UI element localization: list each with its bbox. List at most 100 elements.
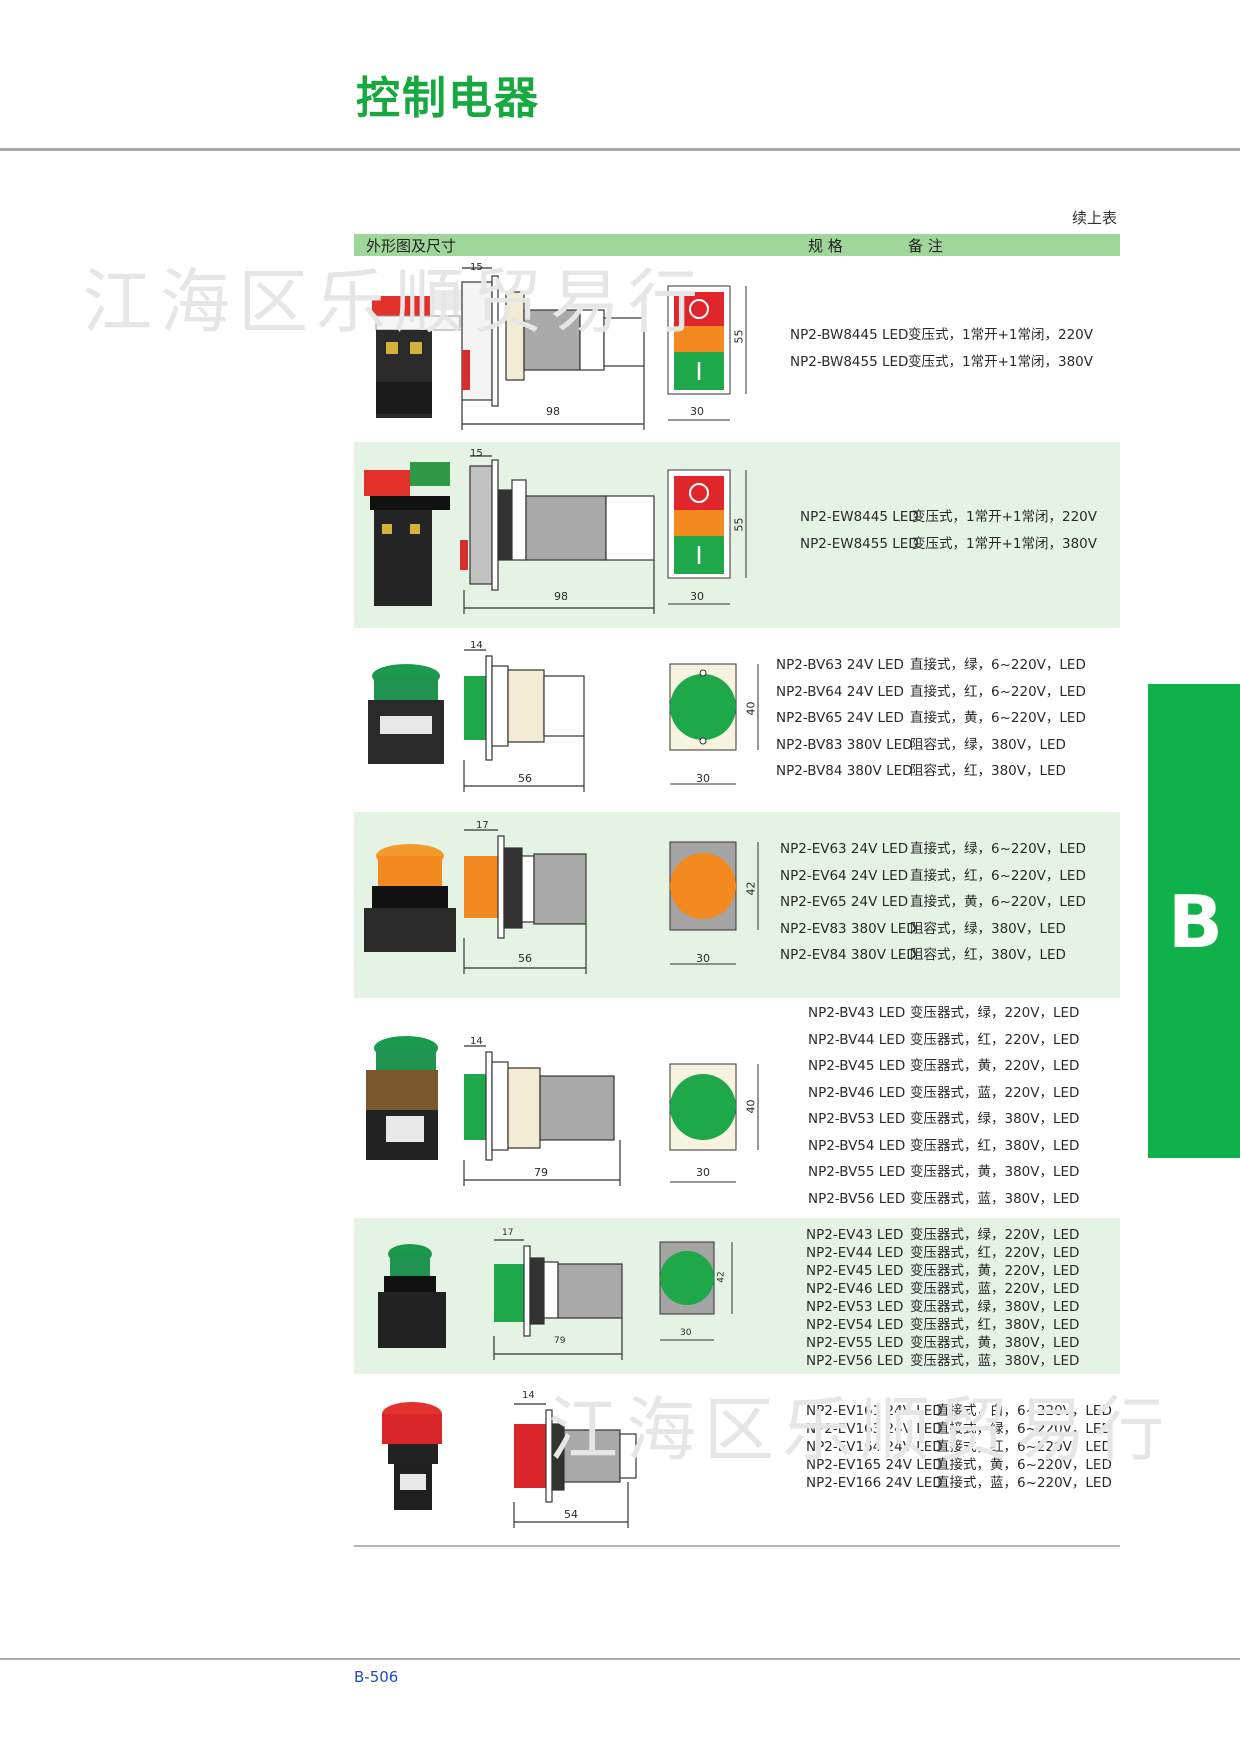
list-item: NP2-EV166 24V LED直接式，蓝，6~220V，LED: [806, 1475, 1112, 1491]
dim-flange-3: 14: [470, 640, 483, 651]
header-note: 备 注: [908, 237, 943, 255]
list-item: NP2-EV161 24V LED直接式，白，6~220V，LED: [806, 1403, 1112, 1419]
section-tab: B: [1148, 684, 1240, 1158]
header-spec: 规 格: [808, 237, 843, 255]
side-view-4: [463, 829, 587, 974]
dim-length-3: 56: [518, 772, 532, 785]
dim-length-5: 79: [534, 1166, 548, 1179]
dim-flange-2: 15: [470, 448, 483, 459]
watermark-bottom: 江海区乐顺贸易行: [548, 1389, 1172, 1471]
dim-flange-4: 17: [476, 820, 489, 831]
watermark-top: 江海区乐顺贸易行: [82, 261, 706, 343]
list-item: NP2-BV84 380V LED阻容式，红，380V，LED: [776, 763, 1066, 779]
dim-flange-5: 14: [470, 1036, 483, 1047]
header-divider: [0, 148, 1240, 151]
dim-width-3: 30: [696, 772, 710, 785]
list-item: NP2-EV163 24V LED直接式，绿，6~220V，LED: [806, 1421, 1112, 1437]
list-item: NP2-BV83 380V LED阻容式，绿，380V，LED: [776, 736, 1066, 753]
front-view-1: [667, 285, 747, 421]
table-header: 外形图及尺寸 规 格 备 注: [354, 234, 1120, 256]
dim-length-6: 79: [554, 1336, 566, 1346]
model-list-7: NP2-EV161 24V LED直接式，白，6~220V，LED NP2-EV…: [806, 1402, 1112, 1492]
dim-length-7: 54: [564, 1508, 578, 1521]
product-photo-5: [366, 1036, 438, 1160]
product-photo-2: [364, 462, 450, 606]
front-view-6: [659, 1241, 733, 1341]
product-photo-3: [368, 664, 444, 764]
side-view-7: [513, 1403, 637, 1528]
model-list-1: NP2-BW8445 LED变压式，1常开+1常闭，220V NP2-BW845…: [790, 322, 1093, 375]
continued-note: 续上表: [1072, 209, 1118, 227]
dim-flange-6: 17: [502, 1228, 514, 1238]
dim-width-1: 30: [690, 405, 704, 418]
side-view-6: [493, 1239, 623, 1360]
list-item: NP2-EW8445 LED变压式，1常开+1常闭，220V: [800, 509, 1097, 525]
front-view-4: [669, 841, 759, 965]
side-view-1: [461, 267, 645, 430]
front-view-3: [669, 663, 759, 785]
list-item: NP2-EV83 380V LED阻容式，绿，380V，LED: [780, 920, 1066, 937]
list-item: NP2-BW8445 LED变压式，1常开+1常闭，220V: [790, 327, 1093, 343]
product-photo-4: [364, 844, 456, 952]
table-bottom-rule: [354, 1545, 1120, 1547]
product-photo-6: [378, 1244, 446, 1348]
dim-width-5: 30: [696, 1166, 710, 1179]
page-number: B-506: [354, 1668, 399, 1686]
list-item: NP2-EV84 380V LED阻容式，红，380V，LED: [780, 947, 1066, 963]
dim-width-4: 30: [696, 952, 710, 965]
dim-flange-7: 14: [522, 1390, 535, 1401]
footer-divider: [0, 1658, 1240, 1660]
front-view-5: [669, 1063, 759, 1183]
section-bg-6: [354, 1218, 1120, 1374]
dim-length-1: 98: [546, 405, 560, 418]
header-figure: 外形图及尺寸: [366, 237, 457, 255]
dim-flange-1: 15: [470, 262, 483, 273]
front-view-2: [667, 469, 747, 605]
dim-length-4: 56: [518, 952, 532, 965]
dim-length-2: 98: [554, 590, 568, 603]
section-tab-letter: B: [1168, 880, 1223, 964]
model-list-2: NP2-EW8445 LED变压式，1常开+1常闭，220V NP2-EW845…: [800, 504, 1097, 557]
list-item: NP2-EW8455 LED变压式，1常开+1常闭，380V: [800, 535, 1097, 552]
product-photo-1: [372, 290, 462, 418]
side-view-3: [463, 649, 585, 792]
list-item: NP2-EV164 24V LED直接式，红，6~220V，LED: [806, 1439, 1112, 1455]
page-title: 控制电器: [356, 73, 540, 124]
list-item: NP2-EV165 24V LED直接式，黄，6~220V，LED: [806, 1457, 1112, 1473]
product-photo-7: [382, 1402, 442, 1510]
dim-width-2: 30: [690, 590, 704, 603]
